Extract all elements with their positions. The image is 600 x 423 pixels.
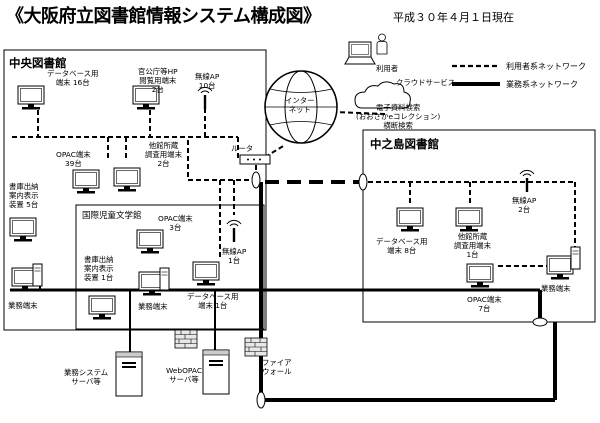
router-label: ルータ: [231, 144, 254, 153]
legend-user-network-label: 利用者系ネットワーク: [506, 62, 586, 71]
kids-stack-display-label: 書庫出納案内表示装置 1台: [84, 255, 114, 283]
naka-database-terminal-icon: [396, 207, 424, 232]
kids-business-terminal-label: 業務端末: [138, 302, 168, 311]
cloud-service-label: クラウドサービス: [396, 78, 456, 87]
central-library-title: 中央図書館: [9, 56, 67, 70]
business-server-icon: [115, 351, 143, 397]
wireless-ap-icon: [197, 86, 213, 110]
kids-database-terminal-icon: [192, 261, 220, 286]
firewall-icon: [244, 337, 268, 357]
opac-terminal-icon: [72, 169, 100, 194]
business-network-lines: [10, 180, 557, 402]
user-network-lines: [12, 108, 576, 267]
firewall-label: ファイアウォール: [262, 358, 292, 377]
kids-opac-terminal-icon: [136, 229, 164, 254]
cloud-shape: [354, 81, 411, 109]
stack-display-icon: [9, 217, 37, 242]
business-tower-icon: [32, 263, 43, 287]
users-label: 利用者: [376, 64, 399, 73]
internet-label: インターネット: [285, 96, 315, 115]
naka-database-terminal-label: データベース用端末 8台: [376, 237, 428, 256]
nakanoshima-library-frame: [362, 129, 596, 323]
naka-business-tower-icon: [570, 246, 581, 270]
internet-globe: [264, 70, 338, 144]
as-of-date: 平成３０年４月１日現在: [393, 11, 514, 24]
naka-opac-terminal-icon: [466, 263, 494, 288]
naka-business-terminal-label: 業務端末: [541, 284, 571, 293]
naka-business-terminal-icon: [546, 255, 574, 280]
nakanoshima-library-title: 中之島図書館: [370, 137, 439, 151]
database-terminal-icon: [17, 85, 45, 110]
connector-node: [358, 173, 368, 191]
business-server-label: 業務システムサーバ等: [64, 368, 109, 387]
legend-business-network-label: 業務系ネットワーク: [506, 80, 578, 89]
stack-display-label: 書庫出納案内表示装置 5台: [9, 182, 39, 210]
firewall-icon: [174, 329, 198, 349]
web-opac-server-icon: [202, 349, 230, 395]
user-person-icon: [376, 33, 388, 55]
childrens-library-title: 国際児童文学館: [82, 211, 142, 221]
kids-business-tower-icon: [159, 267, 170, 291]
connector-node: [251, 171, 261, 189]
business-terminal-label: 業務端末: [8, 301, 38, 310]
kids-stack-display-icon: [88, 295, 116, 320]
central-library-frame: [3, 49, 267, 331]
childrens-library-frame: [75, 204, 265, 330]
user-laptop-icon: [344, 41, 376, 65]
cloud-services-list: 電子資料検索(おおさかeコレクション)横断検索: [356, 103, 441, 131]
kids-wireless-ap-icon: [226, 219, 242, 243]
other-holdings-terminal-icon: [113, 167, 141, 192]
kids-database-terminal-label: データベース用端末 1台: [187, 292, 239, 311]
router-device: [239, 154, 271, 165]
naka-other-holdings-terminal-icon: [455, 207, 483, 232]
database-terminal-label: データベース用端末 16台: [47, 69, 99, 88]
connector-node: [256, 391, 266, 409]
connector-node: [532, 317, 548, 327]
page-title: 《大阪府立図書館情報システム構成図》: [6, 6, 321, 27]
